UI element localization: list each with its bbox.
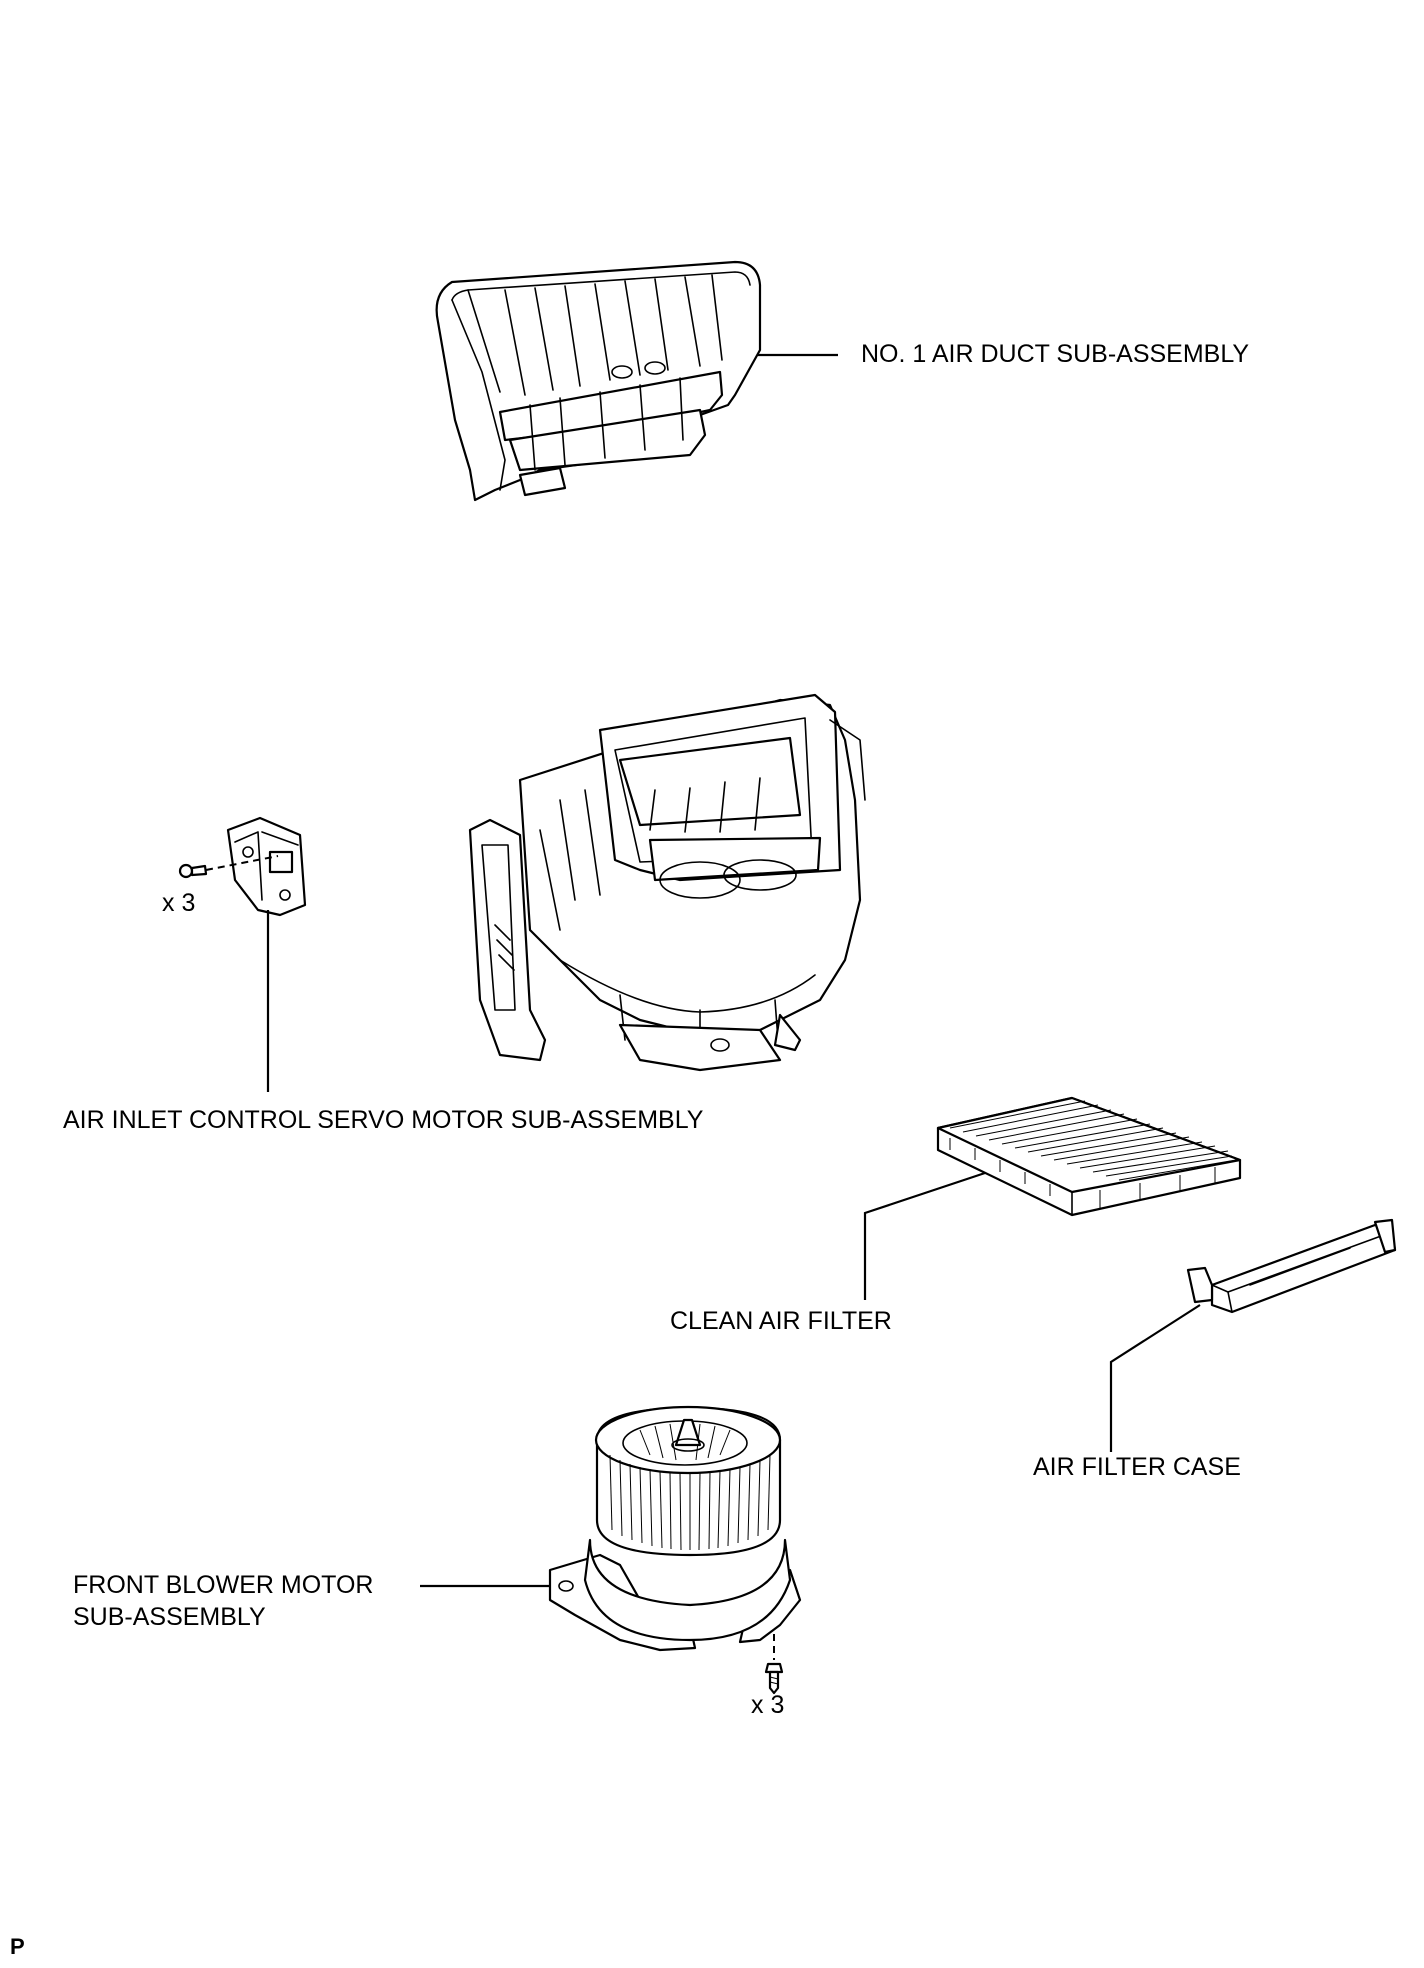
blower-motor-icon [548,1405,802,1652]
clean-air-filter-label: CLEAN AIR FILTER [670,1307,892,1335]
air-filter-case-icon [1186,1218,1397,1314]
screw-icon [178,863,208,879]
servo-motor-icon [226,816,307,917]
screw-icon [764,1662,784,1695]
servo-screw-dashed-line [205,855,279,871]
blower-quantity-label: x 3 [751,1691,785,1719]
blower-motor-label-line1: FRONT BLOWER MOTOR [73,1571,374,1599]
servo-quantity-label: x 3 [162,889,196,917]
blower-unit-housing-icon [468,693,866,1072]
air-duct-icon [435,260,762,502]
clean-filter-leader-line [863,1171,986,1300]
air-duct-label: NO. 1 AIR DUCT SUB-ASSEMBLY [861,340,1250,368]
air-filter-case-label: AIR FILTER CASE [1033,1453,1241,1481]
filter-case-leader-line [1109,1304,1201,1452]
clean-air-filter-icon [936,1096,1242,1217]
blower-motor-label-line2: SUB-ASSEMBLY [73,1603,266,1631]
servo-motor-label: AIR INLET CONTROL SERVO MOTOR SUB-ASSEMB… [63,1106,704,1134]
footer-code: P [10,1934,25,1959]
